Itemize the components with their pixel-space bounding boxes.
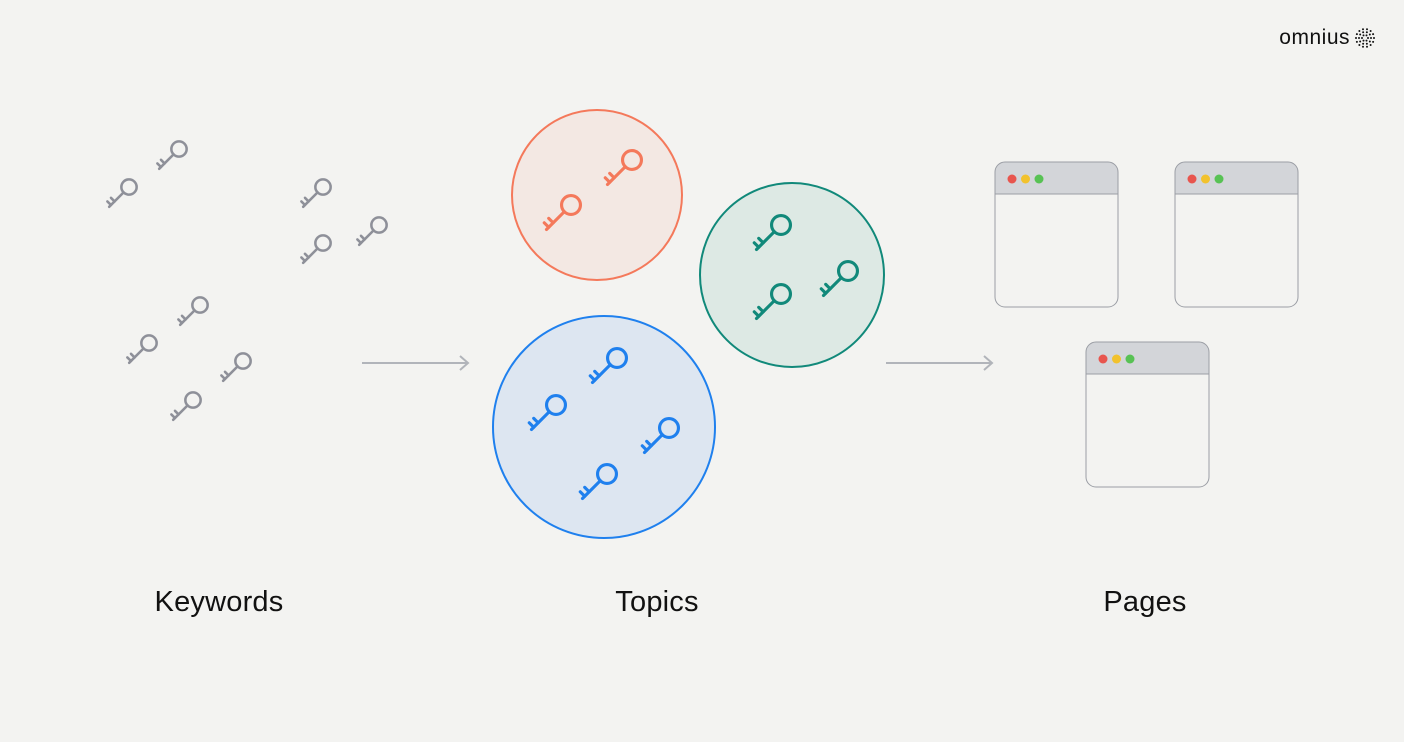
omnius-logo-icon xyxy=(1355,28,1375,48)
key-icon xyxy=(170,391,202,422)
key-icon xyxy=(356,216,388,247)
window-dot-red xyxy=(1187,174,1197,184)
window-dot-green xyxy=(1214,174,1224,184)
key-icon-blue xyxy=(527,393,568,432)
key-icon xyxy=(156,140,188,171)
browser-window-icon xyxy=(1174,161,1299,308)
window-dot-yellow xyxy=(1201,174,1210,184)
key-icon-blue xyxy=(578,462,619,501)
topic-circle-teal xyxy=(699,182,885,368)
key-icon-teal xyxy=(752,282,793,321)
key-icon-teal xyxy=(752,213,793,252)
window-dot-green xyxy=(1034,174,1044,184)
pages-group xyxy=(994,161,1299,488)
key-icon xyxy=(126,334,158,365)
topic-circle-orange xyxy=(511,109,683,281)
logo-text: omnius xyxy=(1279,26,1350,49)
key-icon-orange xyxy=(542,193,583,232)
window-dot-green xyxy=(1125,354,1135,364)
window-dot-yellow xyxy=(1021,174,1030,184)
browser-window-icon xyxy=(994,161,1119,308)
topics-label: Topics xyxy=(615,586,699,618)
topic-circle-blue xyxy=(492,315,716,539)
topics-group xyxy=(492,109,885,539)
keywords-label: Keywords xyxy=(154,586,284,618)
pages-label: Pages xyxy=(1103,586,1187,618)
key-icon xyxy=(300,234,332,265)
window-dot-yellow xyxy=(1112,354,1121,364)
window-dot-red xyxy=(1098,354,1108,364)
key-icon xyxy=(106,178,138,209)
window-dot-red xyxy=(1007,174,1017,184)
arrow-keywords-to-topics xyxy=(362,355,470,371)
key-icon xyxy=(220,352,252,383)
arrow-topics-to-pages xyxy=(886,355,994,371)
browser-window-icon xyxy=(1085,341,1210,488)
key-icon-teal xyxy=(819,259,860,298)
key-icon-blue xyxy=(588,346,629,385)
key-icon-blue xyxy=(640,416,681,455)
key-icon xyxy=(300,178,332,209)
omnius-logo: omnius xyxy=(1279,26,1376,50)
keywords-group xyxy=(106,140,388,422)
key-icon xyxy=(177,296,209,327)
key-icon-orange xyxy=(603,148,644,187)
